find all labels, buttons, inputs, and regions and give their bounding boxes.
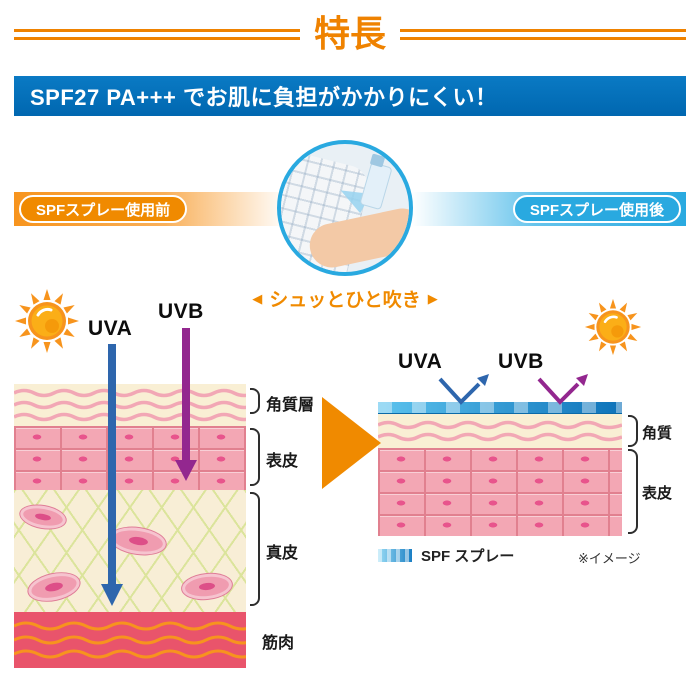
- dermis-cell: [180, 571, 234, 602]
- uva-arrow-after: [438, 374, 489, 405]
- skin-diagram-after: [378, 402, 622, 536]
- after-label: SPFスプレー使用後: [512, 195, 681, 223]
- muscle-layer: [14, 612, 246, 668]
- spray-caption: ◀ シュッとひと吹き ▶: [230, 285, 460, 312]
- epidermis-layer: [378, 448, 622, 536]
- spray-photo: [277, 140, 413, 276]
- spf-legend-label: SPF スプレー: [421, 548, 515, 565]
- dermis-cell: [108, 524, 168, 558]
- bracket-dermis: [250, 492, 260, 606]
- muscle-waves: [14, 621, 246, 659]
- uva-label-after: UVA: [398, 350, 443, 373]
- page-title: 特長: [314, 13, 387, 54]
- headline-text: SPF27 PA+++ でお肌に負担がかかりにくい！: [30, 85, 498, 110]
- uvb-label-before: UVB: [158, 300, 204, 323]
- skin-diagram-before: [14, 384, 246, 668]
- label-epidermis-after: 表皮: [642, 485, 673, 502]
- corneum-waves: [14, 388, 246, 422]
- before-ribbon: SPFスプレー使用前: [14, 192, 288, 226]
- bracket-epidermis-after: [628, 449, 638, 534]
- spf-spray-swatch: [378, 549, 412, 562]
- label-stratum-corneum: 角質層: [266, 397, 315, 414]
- label-stratum-corneum-after: 角質: [642, 425, 673, 442]
- before-label: SPFスプレー使用前: [19, 195, 188, 223]
- uva-label-before: UVA: [88, 317, 133, 340]
- header: 特長: [0, 16, 700, 52]
- bracket-stratum-corneum: [250, 388, 260, 414]
- label-epidermis: 表皮: [266, 453, 299, 470]
- dermis-cell: [18, 502, 68, 532]
- after-ribbon: SPFスプレー使用後: [412, 192, 686, 226]
- header-rule-left: [14, 28, 300, 40]
- header-rule-right: [400, 28, 687, 40]
- uvb-label-after: UVB: [498, 350, 544, 373]
- spray-bottle: [359, 161, 393, 211]
- sun-icon: [15, 289, 79, 353]
- dermis-cell: [25, 568, 83, 606]
- caption-right-arrow-icon: ▶: [427, 291, 438, 306]
- corneum-waves: [378, 420, 622, 442]
- stratum-corneum-layer: [378, 414, 622, 448]
- sun-icon: [584, 298, 642, 356]
- headline-banner: SPF27 PA+++ でお肌に負担がかかりにくい！: [14, 76, 686, 116]
- caption-text: シュッとひと吹き: [269, 290, 421, 311]
- transition-arrow-icon: [322, 397, 381, 489]
- stratum-corneum-layer: [14, 384, 246, 426]
- dermis-layer: [14, 490, 246, 612]
- label-dermis: 真皮: [266, 545, 299, 562]
- image-disclaimer: ※イメージ: [578, 551, 641, 566]
- bracket-epidermis: [250, 428, 260, 486]
- epidermis-layer: [14, 426, 246, 490]
- uvb-arrow-after: [537, 374, 588, 405]
- spf-legend: SPF スプレー: [378, 545, 514, 566]
- label-muscle: 筋肉: [262, 635, 295, 652]
- spf-spray-layer: [378, 402, 622, 414]
- caption-left-arrow-icon: ◀: [252, 291, 263, 306]
- bracket-stratum-corneum-after: [628, 415, 638, 447]
